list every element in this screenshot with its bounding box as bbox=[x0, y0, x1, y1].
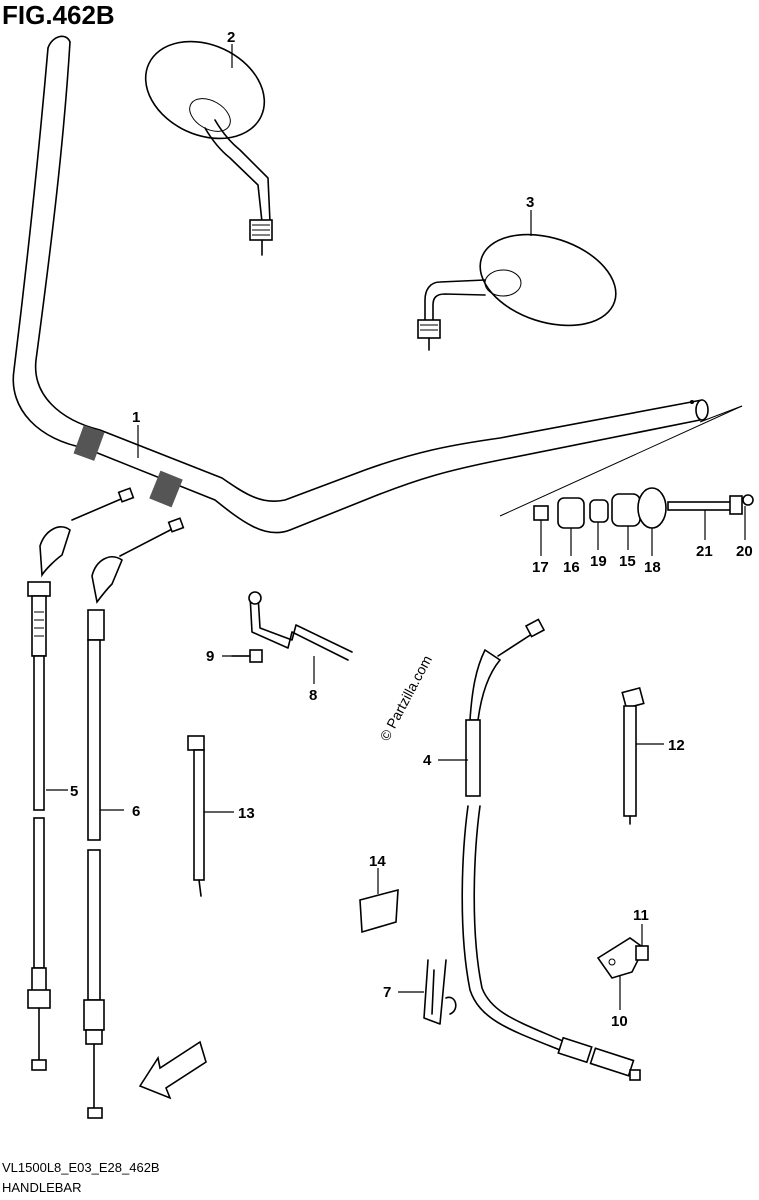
part-label-3[interactable]: 3 bbox=[526, 194, 534, 211]
fwd-arrow-icon: FWD bbox=[138, 1040, 207, 1100]
part-label-4[interactable]: 4 bbox=[423, 752, 432, 769]
part-label-11[interactable]: 11 bbox=[633, 907, 649, 924]
label-sticker-14-drawing[interactable] bbox=[359, 888, 399, 934]
clutch-cable-4-drawing[interactable] bbox=[461, 618, 641, 1081]
clamp-7-drawing[interactable] bbox=[423, 959, 457, 1025]
mirror-right-drawing[interactable] bbox=[417, 218, 628, 351]
part-label-12[interactable]: 12 bbox=[668, 737, 685, 754]
throttle-cable-6-drawing[interactable] bbox=[83, 517, 185, 1119]
watermark: © Partzilla.com bbox=[377, 653, 435, 744]
figure-title: FIG.462B bbox=[2, 0, 115, 30]
part-label-15[interactable]: 15 bbox=[619, 553, 636, 570]
footer-name: HANDLEBAR bbox=[2, 1180, 81, 1195]
knurl-right bbox=[149, 470, 183, 508]
mirror-left-drawing[interactable] bbox=[130, 23, 280, 256]
bolt-11-drawing[interactable] bbox=[635, 945, 649, 961]
part-label-9[interactable]: 9 bbox=[206, 648, 214, 665]
leader-lines bbox=[46, 44, 746, 1010]
part-label-14[interactable]: 14 bbox=[369, 853, 386, 870]
part-label-1[interactable]: 1 bbox=[132, 409, 140, 426]
knurl-left bbox=[73, 425, 105, 461]
clamp-tie-13-drawing[interactable] bbox=[187, 735, 205, 897]
footer-code: VL1500L8_E03_E28_462B bbox=[2, 1160, 160, 1175]
part-label-20[interactable]: 20 bbox=[736, 543, 753, 560]
clamp-tie-12-drawing[interactable] bbox=[621, 686, 645, 825]
part-label-10[interactable]: 10 bbox=[611, 1013, 628, 1030]
handlebar-drawing[interactable] bbox=[12, 35, 743, 534]
throttle-cable-5-drawing[interactable] bbox=[27, 487, 135, 1071]
part-label-8[interactable]: 8 bbox=[309, 687, 317, 704]
part-label-16[interactable]: 16 bbox=[563, 559, 580, 576]
balancer-assembly-drawing[interactable] bbox=[533, 487, 754, 529]
part-label-13[interactable]: 13 bbox=[238, 805, 255, 822]
part-label-2[interactable]: 2 bbox=[227, 29, 235, 46]
part-label-5[interactable]: 5 bbox=[70, 783, 78, 800]
part-label-19[interactable]: 19 bbox=[590, 553, 607, 570]
bracket-8-drawing[interactable] bbox=[248, 591, 353, 661]
part-label-17[interactable]: 17 bbox=[532, 559, 549, 576]
part-label-21[interactable]: 21 bbox=[696, 543, 713, 560]
part-label-18[interactable]: 18 bbox=[644, 559, 661, 576]
part-label-6[interactable]: 6 bbox=[132, 803, 140, 820]
part-labels: 1 2 3 4 5 6 7 8 9 10 11 12 13 14 15 16 1… bbox=[70, 29, 753, 1030]
part-label-7[interactable]: 7 bbox=[383, 984, 391, 1001]
